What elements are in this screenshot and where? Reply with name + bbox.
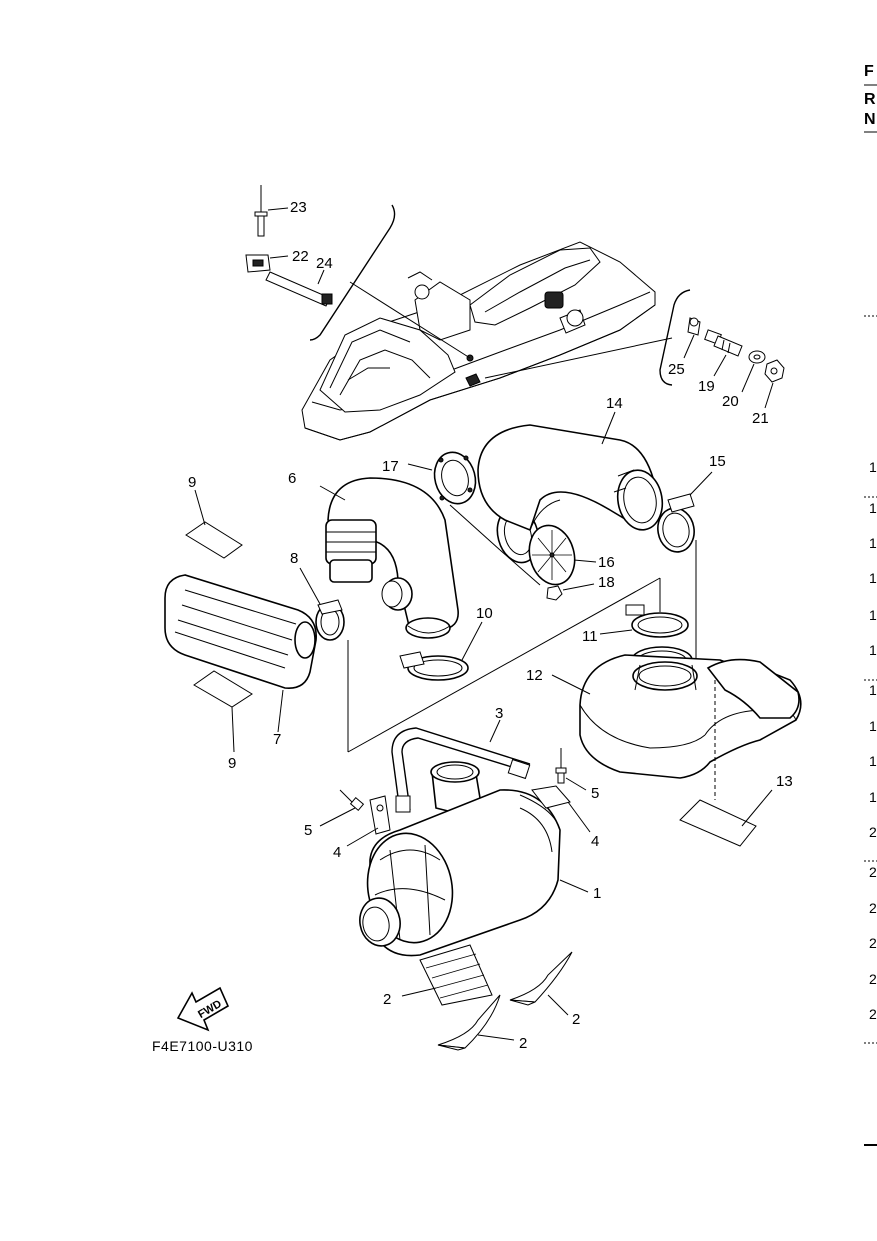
edge-row-digit: 1	[869, 535, 877, 551]
clamp-15	[657, 471, 713, 665]
callout-label: 4	[591, 833, 599, 850]
callout-label: 25	[668, 361, 685, 378]
callout-label: 22	[292, 248, 309, 265]
fastener-group-top-left	[245, 185, 333, 307]
edge-row-digit: 1	[869, 459, 877, 475]
clamp-10	[399, 621, 483, 681]
callout-label: 9	[188, 474, 196, 491]
callout-label: 12	[526, 667, 543, 684]
edge-row-digit: 2	[869, 935, 877, 951]
pad-2-right	[509, 951, 573, 1016]
edge-row-digit: 2	[869, 900, 877, 916]
resonator-12	[551, 654, 802, 800]
callout-label: 16	[598, 554, 615, 571]
edge-row-digit: 1	[869, 607, 877, 623]
callout-labels: 1 2 2 2 3 4 4 5 5 6 7 8 9 9 10 11 12 13 …	[188, 199, 793, 1052]
strap-3	[391, 719, 531, 813]
callout-label: 1	[593, 885, 601, 902]
pad-2-bottom	[437, 994, 515, 1051]
edge-row-digit: 2	[869, 864, 877, 880]
callout-label: 10	[476, 605, 493, 622]
right-edge-column: F R N 1 1 1 1 1 1 1 1 1 1 2 2 2 2 2 2	[864, 63, 877, 1146]
callout-label: 24	[316, 255, 333, 272]
routing-lines	[347, 577, 661, 753]
callout-label: 5	[304, 822, 312, 839]
edge-row-digit: 1	[869, 500, 877, 516]
elbow-duct-6	[319, 477, 459, 639]
edge-row-digit: 1	[869, 718, 877, 734]
rivet-5-left	[319, 789, 365, 827]
callout-label: 15	[709, 453, 726, 470]
callout-label: 13	[776, 773, 793, 790]
callout-label: 23	[290, 199, 307, 216]
clamp-8	[299, 567, 349, 752]
edge-row-digit: 2	[869, 1006, 877, 1022]
callout-label: 8	[290, 550, 298, 567]
edge-header-n: N	[864, 111, 876, 128]
callout-label: 17	[382, 458, 399, 475]
callout-label: 19	[698, 378, 715, 395]
callout-label: 3	[495, 705, 503, 722]
callout-label: 14	[606, 395, 623, 412]
silencer-box-7	[164, 574, 317, 733]
diagram-reference-code: F4E7100-U310	[152, 1038, 253, 1054]
canister-1	[359, 761, 589, 957]
bracket-4-left	[346, 795, 391, 847]
edge-row-digit: 2	[869, 971, 877, 987]
callout-label: 5	[591, 785, 599, 802]
callout-label: 2	[519, 1035, 527, 1052]
callout-label: 2	[572, 1011, 580, 1028]
edge-row-digit: 1	[869, 682, 877, 698]
fastener-group-right	[683, 317, 785, 409]
pad-9-top	[185, 489, 243, 559]
callout-label: 6	[288, 470, 296, 487]
intake-duct-14	[477, 411, 664, 532]
pad-2-canister	[401, 944, 493, 1006]
pad-13	[679, 789, 773, 847]
edge-row-digit: 1	[869, 642, 877, 658]
callout-label: 2	[383, 991, 391, 1008]
callout-label: 7	[273, 731, 281, 748]
callout-label: 9	[228, 755, 236, 772]
bracket-4-right	[531, 785, 591, 833]
callout-label: 11	[582, 628, 598, 645]
edge-header-r: R	[864, 91, 876, 108]
callout-label: 4	[333, 844, 341, 861]
pad-9-bottom	[193, 670, 253, 753]
edge-header-f: F	[864, 63, 874, 80]
watercraft-illustration	[301, 204, 691, 441]
callout-label: 18	[598, 574, 615, 591]
edge-row-digit: 2	[869, 824, 877, 840]
edge-row-digit: 1	[869, 570, 877, 586]
rivet-5-right	[555, 748, 587, 791]
callout-label: 20	[722, 393, 739, 410]
edge-row-digit: 1	[869, 789, 877, 805]
callout-label: 21	[752, 410, 769, 427]
edge-row-digit: 1	[869, 753, 877, 769]
fwd-arrow-icon: FWD	[176, 986, 230, 1032]
